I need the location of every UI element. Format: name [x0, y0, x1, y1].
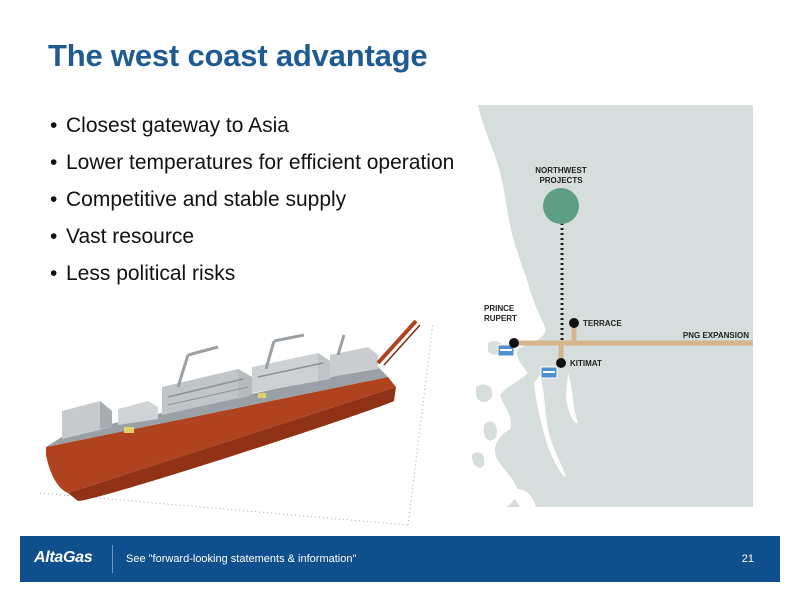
frame-line [407, 322, 434, 526]
ship-flare-boom-truss [383, 324, 421, 366]
lng-vessel-illustration [39, 319, 434, 526]
ship-flare-boom [376, 319, 418, 365]
northwest-projects-marker [543, 188, 579, 224]
map-island [472, 452, 485, 468]
ship-crane [176, 354, 190, 388]
ship-process-module [252, 353, 330, 393]
map-island [483, 421, 497, 441]
bullet-dot: • [50, 225, 58, 248]
northwest-label: PROJECTS [539, 176, 583, 185]
bullet-text: Less political risks [66, 262, 236, 285]
altagas-logo: AltaGas [34, 549, 93, 566]
bullet-dot: • [50, 151, 58, 174]
bullet-item: • Vast resource [50, 223, 454, 260]
kitimat-dot [556, 358, 566, 368]
map-channel [566, 373, 578, 424]
ship-piping [167, 386, 249, 406]
frame-line [39, 492, 409, 526]
bullet-dot: • [50, 262, 58, 285]
footer-divider [112, 545, 113, 573]
bullet-dot: • [50, 188, 58, 211]
terrace-dot [569, 318, 579, 328]
ship-equipment [258, 393, 266, 398]
slide-title: The west coast advantage [48, 38, 428, 73]
ship-equipment [124, 427, 134, 433]
prince-rupert-label: PRINCE [484, 304, 515, 313]
terrace-label: TERRACE [583, 319, 622, 328]
west-coast-map: NORTHWEST PROJECTS PRINCE RUPERT TERRACE… [470, 105, 753, 507]
northwest-label: NORTHWEST [535, 166, 587, 175]
ship-process-module [318, 353, 330, 381]
ship-piping [167, 378, 244, 398]
ship-block [118, 401, 158, 425]
ship-crane [187, 345, 219, 357]
map-island [476, 384, 493, 403]
bullet-text: Closest gateway to Asia [66, 114, 289, 137]
map-channel [534, 375, 566, 477]
ship-piping [257, 362, 324, 378]
bullet-item: • Competitive and stable supply [50, 186, 454, 223]
bullet-item: • Lower temperatures for efficient operat… [50, 149, 454, 186]
bullet-text: Vast resource [66, 225, 194, 248]
map-ocean [470, 105, 546, 507]
bullet-list: • Closest gateway to Asia • Lower temperat… [50, 112, 454, 297]
bullet-text: Competitive and stable supply [66, 188, 347, 211]
ship-accommodation-face [100, 401, 112, 429]
ship-crane [273, 333, 305, 343]
prince-rupert-dot [509, 338, 519, 348]
footer-bar: AltaGas See "forward-looking statements … [20, 536, 780, 582]
bullet-item: • Closest gateway to Asia [50, 112, 454, 149]
ship-crane [264, 340, 276, 370]
ship-accommodation [62, 401, 112, 439]
bullet-item: • Less political risks [50, 260, 454, 297]
bullet-text: Lower temperatures for efficient operati… [66, 151, 455, 174]
kitimat-label: KITIMAT [570, 359, 602, 368]
ship-process-module [238, 369, 252, 399]
map-channel [510, 488, 536, 507]
ship-crane [336, 334, 346, 356]
ship-hull [46, 377, 396, 493]
bullet-dot: • [50, 114, 58, 137]
page-number: 21 [741, 553, 754, 565]
ship-process-module [330, 347, 378, 377]
png-expansion-label: PNG EXPANSION [683, 331, 749, 340]
prince-rupert-label: RUPERT [484, 314, 517, 323]
ship-hull-side [68, 387, 396, 501]
forward-looking-note: See "forward-looking statements & inform… [126, 553, 357, 565]
ship-process-module [162, 369, 252, 415]
